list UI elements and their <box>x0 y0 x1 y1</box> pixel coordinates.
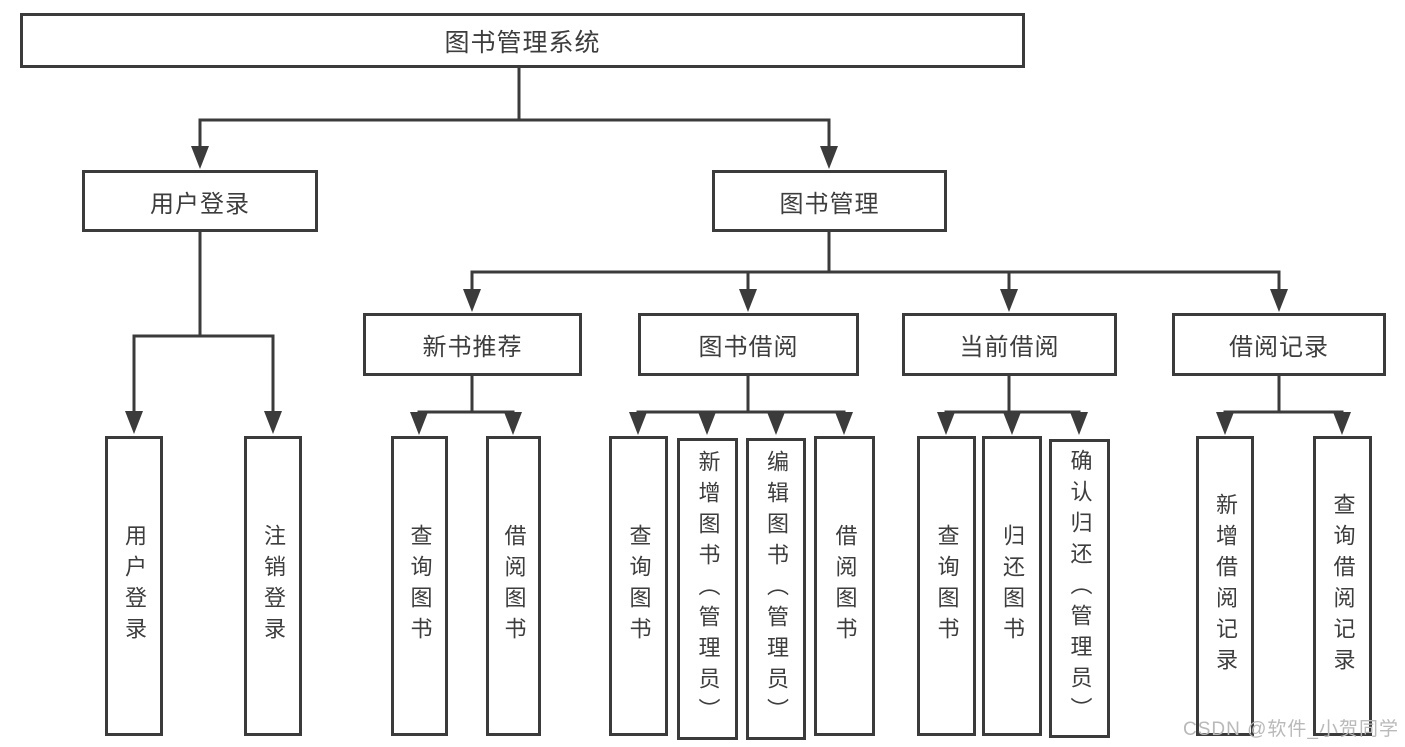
leaf-borrow-books-2: 借阅图书 <box>814 436 875 736</box>
node-label: 新增借阅记录 <box>1213 493 1238 679</box>
csdn-watermark: CSDN @软件_小贺同学 <box>1183 719 1399 740</box>
node-label: 借阅图书 <box>501 524 527 648</box>
leaf-return-books: 归还图书 <box>982 436 1042 736</box>
node-label: 用户登录 <box>122 524 147 648</box>
node-label: 查询借阅记录 <box>1330 493 1356 679</box>
leaf-query-books-3: 查询图书 <box>917 436 976 736</box>
node-label: 图书管理 <box>779 190 880 218</box>
node-label: 确认归还（管理员） <box>1067 449 1093 728</box>
node-book-management: 图书管理 <box>712 170 947 232</box>
node-label: 借阅图书 <box>832 524 858 648</box>
node-label: 借阅记录 <box>1229 334 1329 361</box>
node-label: 新书推荐 <box>422 334 523 361</box>
leaf-logout: 注销登录 <box>244 436 302 736</box>
node-label: 查询图书 <box>407 524 433 648</box>
leaf-user-login: 用户登录 <box>105 436 163 736</box>
node-label: 查询图书 <box>626 524 652 648</box>
node-label: 新增图书（管理员） <box>695 449 721 729</box>
node-label: 用户登录 <box>150 190 250 218</box>
node-label: 查询图书 <box>934 524 960 648</box>
node-user-login: 用户登录 <box>82 170 318 232</box>
node-book-borrow: 图书借阅 <box>638 313 859 376</box>
node-new-book-recommend: 新书推荐 <box>363 313 582 376</box>
leaf-add-borrow-record: 新增借阅记录 <box>1196 436 1254 736</box>
node-label: 归还图书 <box>1000 524 1025 648</box>
leaf-borrow-books-1: 借阅图书 <box>486 436 541 736</box>
node-current-borrow: 当前借阅 <box>902 313 1117 376</box>
leaf-query-books-2: 查询图书 <box>609 436 668 736</box>
node-label: 注销登录 <box>261 524 286 648</box>
node-borrow-records: 借阅记录 <box>1172 313 1386 376</box>
node-label: 图书管理系统 <box>444 28 601 57</box>
leaf-query-borrow-record: 查询借阅记录 <box>1313 436 1372 736</box>
leaf-confirm-return-admin: 确认归还（管理员） <box>1049 439 1110 738</box>
leaf-query-books-1: 查询图书 <box>391 436 448 736</box>
node-label: 当前借阅 <box>959 334 1060 361</box>
node-label: 编辑图书（管理员） <box>764 449 789 729</box>
node-library-management-system: 图书管理系统 <box>20 13 1025 68</box>
leaf-add-books-admin: 新增图书（管理员） <box>677 438 738 740</box>
leaf-edit-books-admin: 编辑图书（管理员） <box>746 438 806 740</box>
node-label: 图书借阅 <box>698 334 799 361</box>
